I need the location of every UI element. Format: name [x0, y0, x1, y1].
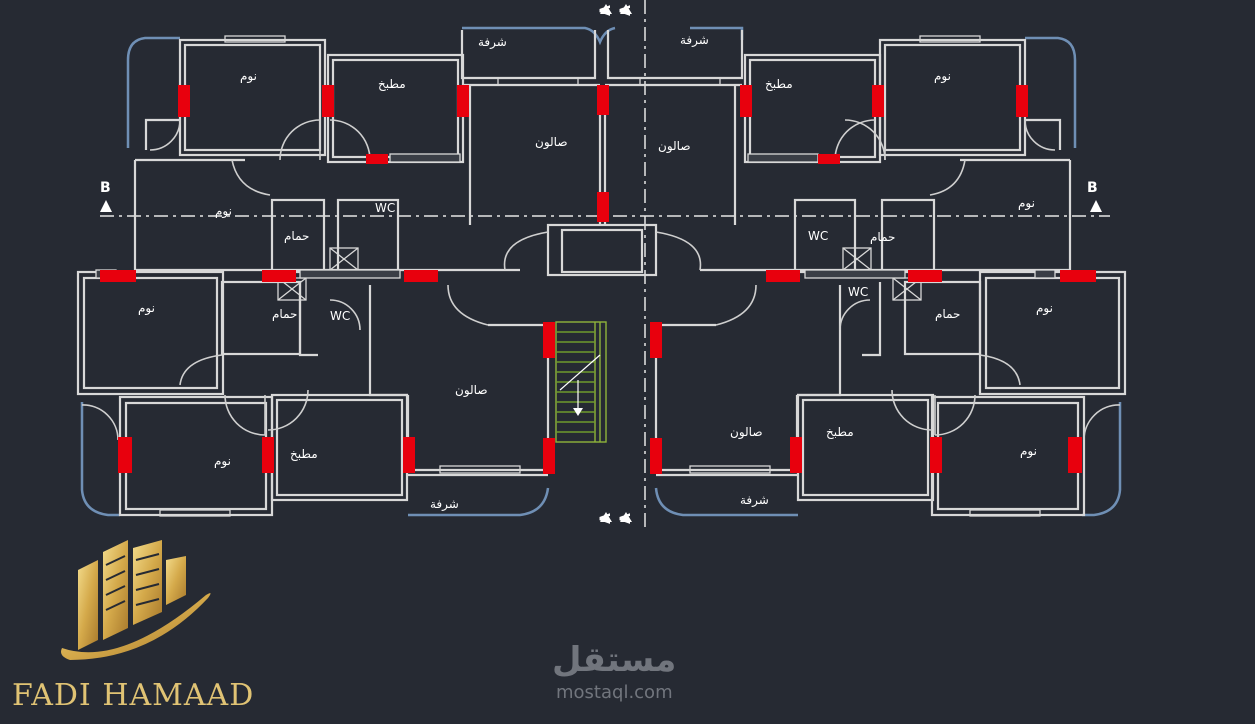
curved-walls [80, 26, 1122, 517]
door-swings [81, 119, 1121, 441]
room-label-kitchen: مطبخ [290, 447, 318, 461]
room-label-wc: WC [375, 201, 395, 215]
section-arrows [100, 4, 1102, 522]
room-label-hall: صالون [455, 383, 488, 398]
shafts [95, 35, 1056, 517]
section-label-b: B [1087, 180, 1098, 196]
section-label-a: A [598, 5, 614, 16]
watermark-arabic: مستقل [552, 640, 677, 680]
room-label-balcony: شرفة [680, 33, 709, 48]
room-label-bath: حمام [272, 307, 297, 321]
room-label-wc: WC [808, 229, 828, 243]
room-label-bath: حمام [284, 229, 309, 243]
structural-columns [100, 85, 1096, 474]
room-label-balcony: شرفة [740, 493, 769, 508]
room-label-bath: حمام [870, 230, 895, 244]
room-label-bedroom: نوم [934, 69, 951, 84]
room-label-hall: صالون [730, 425, 763, 440]
room-label-kitchen: مطبخ [378, 77, 406, 91]
room-label-bedroom: نوم [215, 204, 232, 219]
room-label-hall: صالون [658, 139, 691, 154]
section-label-a: A [618, 5, 634, 16]
room-label-kitchen: مطبخ [826, 425, 854, 439]
room-label-bedroom: نوم [1036, 301, 1053, 316]
room-label-wc: WC [330, 309, 350, 323]
section-label-b: B [100, 180, 111, 196]
section-label-a: A [598, 513, 614, 524]
room-label-balcony: شرفة [478, 35, 507, 50]
section-letters: A A A A B B [100, 5, 1098, 524]
room-label-bedroom: نوم [1018, 196, 1035, 211]
room-label-balcony: شرفة [430, 497, 459, 512]
room-label-hall: صالون [535, 135, 568, 150]
room-label-bath: حمام [935, 307, 960, 321]
staircase [555, 321, 607, 443]
section-label-a: A [618, 513, 634, 524]
gold-building-logo [61, 540, 211, 660]
watermark-latin: mostaql.com [556, 682, 673, 703]
room-label-kitchen: مطبخ [765, 77, 793, 91]
room-label-bedroom: نوم [214, 454, 231, 469]
brand-name: FADI HAMAAD [12, 678, 255, 713]
room-label-bedroom: نوم [138, 301, 155, 316]
room-label-bedroom: نوم [240, 69, 257, 84]
room-labels: نوم مطبخ صالون شرفة نوم حمام WC نوم مطبخ… [138, 33, 1053, 512]
room-label-wc: WC [848, 285, 868, 299]
room-label-bedroom: نوم [1020, 444, 1037, 459]
